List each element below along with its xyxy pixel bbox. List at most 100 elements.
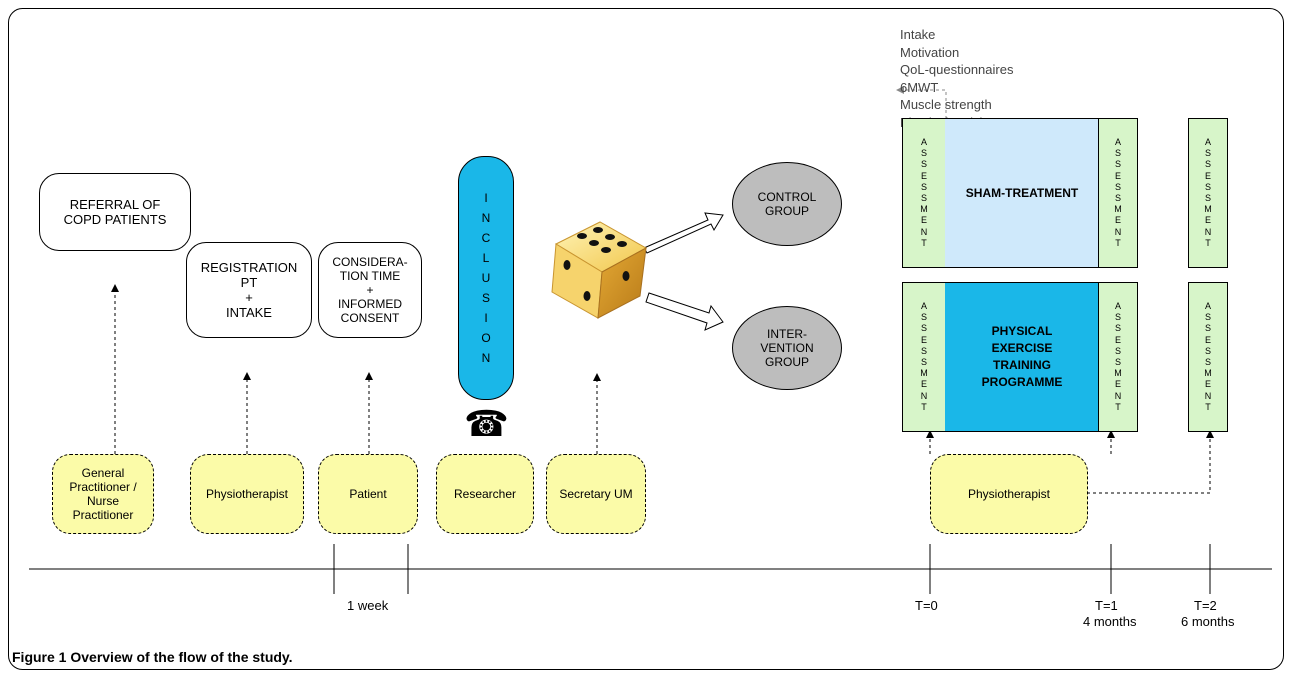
inclusion-letter: U [481,271,491,285]
assessment-letter: S [920,357,927,367]
assessment-items-list: Intake Motivation QoL-questionnaires 6MW… [900,26,1013,131]
assessment-letter: A [1114,300,1121,311]
assessment-letter: E [1204,170,1211,181]
telephone-icon: ☎ [464,403,509,444]
inclusion-letter: O [481,331,491,345]
dice-icon [551,221,648,319]
assessment-letter: N [1114,226,1122,237]
assessment-item: Muscle strength [900,97,992,112]
assessment-letter: S [920,312,927,323]
assessment-letter: N [1204,226,1212,237]
actor-physiotherapist-assessments: Physiotherapist [930,454,1088,534]
assessment-letter: S [1114,323,1121,334]
assessment-letter: S [1114,193,1121,203]
assessment-letter: E [920,170,927,181]
assessment-letter: N [920,390,928,401]
assessment-letter: E [1114,379,1121,390]
assessment-letter: N [920,226,928,237]
assessment-letter: S [1204,357,1211,367]
assessment-letter: A [920,300,927,311]
assessment-letter: N [1114,390,1122,401]
registration-box: REGISTRATION PT + INTAKE [186,242,312,338]
assessment-letter: S [1204,159,1211,170]
assessment-item: 6MWT [900,79,939,95]
assessment-letter: E [920,379,927,390]
assessment-letter: S [1114,345,1121,356]
figure-frame: REFERRAL OF COPD PATIENTS REGISTRATION P… [8,8,1284,670]
assessment-letter: S [920,323,927,334]
assessment-letter: T [1205,237,1211,248]
assessment-letter: S [1114,181,1121,192]
inclusion-letter: I [484,191,488,205]
arrow-to-control [643,212,724,254]
assessment-letter: A [1204,136,1211,147]
timeline-t0-label: T=0 [915,598,938,613]
assessment-letter: M [1204,204,1212,215]
assessment-letter: S [920,148,927,159]
assessment-letter: S [920,345,927,356]
figure-border [8,8,1284,670]
assessment-letter: S [1114,159,1121,170]
sham-treatment-box: SHAM-TREATMENT [945,118,1099,268]
assessment-letter: A [920,136,927,147]
actor-physiotherapist: Physiotherapist [190,454,304,534]
assessment-letter: T [921,237,927,248]
caption-text: Overview of the flow of the study. [66,649,293,665]
assessment-letter: T [1205,401,1211,412]
figure-caption: Figure 1 Overview of the flow of the stu… [12,649,293,665]
assessment-letter: S [1204,181,1211,192]
timeline-t1-sublabel: 4 months [1083,614,1137,629]
inclusion-letter: S [481,291,490,305]
connectors-layer [8,8,1284,670]
actor-secretary: Secretary UM [546,454,646,534]
assessment-letter: S [1204,193,1211,203]
assessment-letter: S [1114,148,1121,159]
consideration-box: CONSIDERA- TION TIME + INFORMED CONSENT [318,242,422,338]
assessment-letter: S [1204,148,1211,159]
assessment-letter: S [1204,323,1211,334]
assessment-letter: E [1204,379,1211,390]
timeline-t1-label: T=1 [1095,598,1118,613]
assessment-item: QoL-questionnaires [900,62,1014,77]
assessment-letter: S [920,159,927,170]
assessment-letter: S [1114,357,1121,367]
actor-general-practitioner: General Practitioner / Nurse Practitione… [52,454,154,534]
assessment-letter: M [920,204,928,215]
assessment-item: Motivation [900,44,960,60]
inclusion-letter: I [484,311,488,325]
caption-label: Figure 1 [12,649,67,665]
inclusion-letter: N [481,211,491,225]
assessment-letter: S [920,193,927,203]
timeline-t2-sublabel: 6 months [1181,614,1235,629]
assessment-letter: E [1114,170,1121,181]
assessment-letter: S [1204,312,1211,323]
assessment-letter: M [920,368,928,379]
assessment-letter: M [1114,204,1122,215]
assessment-letter: T [921,401,927,412]
assessment-letter: T [1115,401,1121,412]
referral-box: REFERRAL OF COPD PATIENTS [39,173,191,251]
assessment-letter: E [1114,215,1121,226]
timeline-week-label: 1 week [347,598,389,613]
assessment-letter: S [920,181,927,192]
assessment-letter: E [1204,215,1211,226]
assessment-letter: M [1204,368,1212,379]
arrow-to-intervention [645,292,724,331]
timeline-t2-label: T=2 [1194,598,1217,613]
arrow-assessment-list [896,86,947,143]
inclusion-letter: L [482,251,490,265]
actor-researcher: Researcher [436,454,534,534]
assessment-letter: E [920,215,927,226]
assessment-item: Intake [900,27,936,42]
assessment-letter: T [1115,237,1121,248]
inclusion-letter: C [481,231,491,245]
control-group-circle: CONTROL GROUP [732,162,842,246]
assessment-letter: S [1204,345,1211,356]
assessment-letter: E [920,334,927,345]
